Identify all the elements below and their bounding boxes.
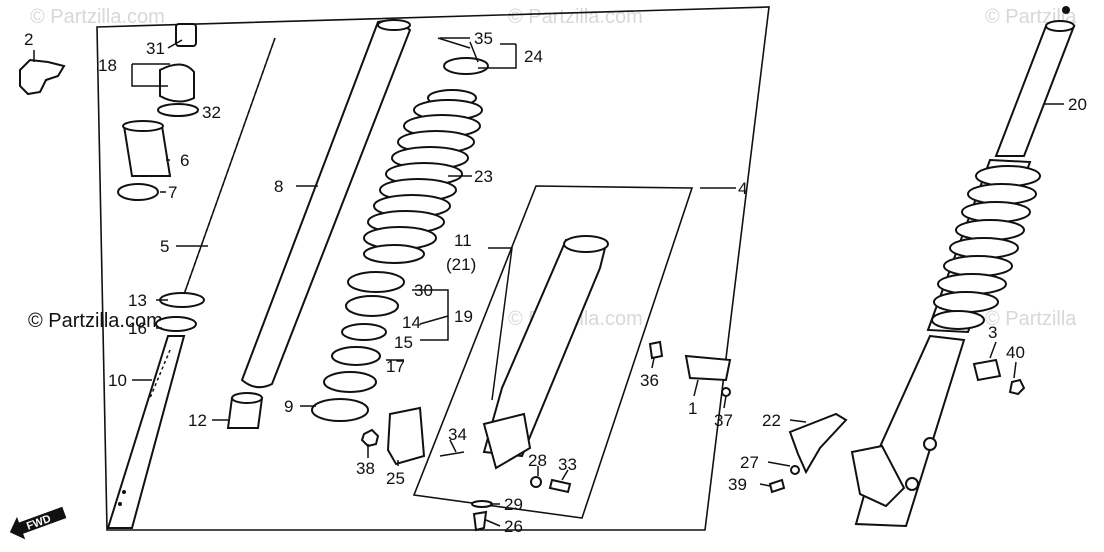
part-25-bracket[interactable] — [386, 406, 426, 466]
callout-14: 14 — [402, 313, 421, 332]
part-11-axle-boss — [482, 412, 532, 470]
part-16-oil-lock-piece[interactable] — [155, 316, 197, 332]
callout-16: 16 — [128, 319, 147, 338]
callout-10: 10 — [108, 371, 127, 390]
callout-26: 26 — [504, 517, 523, 536]
callout-18: 18 — [98, 56, 117, 75]
callout-9: 9 — [284, 397, 293, 416]
part-8-tube-top — [377, 19, 411, 31]
callout-27: 27 — [740, 453, 759, 472]
callout-labels: 2 31 18 32 6 7 5 13 16 10 8 12 35 24 23 … — [24, 29, 1087, 536]
callout-39: 39 — [728, 475, 747, 494]
part-20-fork-assembly[interactable] — [850, 6, 1076, 528]
fwd-text: FWD — [25, 513, 53, 533]
part-35-clamp-screw[interactable] — [437, 37, 471, 49]
part-7-washer[interactable] — [117, 183, 159, 201]
callout-12: 12 — [188, 411, 207, 430]
watermark-mid-right: © Partzilla — [985, 308, 1077, 330]
callout-36: 36 — [640, 371, 659, 390]
callout-22: 22 — [762, 411, 781, 430]
callout-21: (21) — [446, 255, 476, 274]
callout-2: 2 — [24, 30, 33, 49]
callout-23: 23 — [474, 167, 493, 186]
part-17-guide-bushing[interactable] — [331, 346, 381, 366]
callout-34: 34 — [448, 425, 467, 444]
callout-38: 38 — [356, 459, 375, 478]
callout-7: 7 — [168, 183, 177, 202]
callout-11: 11 — [454, 231, 472, 250]
callout-24: 24 — [524, 47, 543, 66]
watermark-top-left: © Partzilla.com — [30, 6, 165, 28]
part-9-retaining-ring[interactable] — [323, 371, 377, 393]
part-23-dust-boot[interactable] — [363, 89, 483, 264]
part-2-clip[interactable] — [19, 58, 66, 96]
callout-6: 6 — [180, 151, 189, 170]
callout-3: 3 — [988, 323, 997, 342]
watermark-center: © Partzilla.com — [28, 310, 163, 332]
part-26-socket-bolt[interactable] — [472, 510, 488, 532]
part-31-plug[interactable] — [175, 23, 197, 47]
callout-32: 32 — [202, 103, 221, 122]
damper-rod-hole-1 — [122, 490, 126, 494]
callout-20: 20 — [1068, 95, 1087, 114]
part-40-bolt[interactable] — [1008, 378, 1026, 396]
part-5-spring-core — [181, 37, 276, 301]
callout-31: 31 — [146, 39, 165, 58]
callout-33: 33 — [558, 455, 577, 474]
part-18-cap-bolt[interactable] — [159, 63, 195, 103]
callout-13: 13 — [128, 291, 147, 310]
callout-19: 19 — [454, 307, 473, 326]
callout-8: 8 — [274, 177, 283, 196]
part-11-slider-top — [563, 235, 609, 253]
assembly-frame — [96, 6, 770, 531]
part-32-o-ring[interactable] — [157, 103, 199, 117]
part-15-back-up-ring[interactable] — [341, 323, 387, 341]
part-24-boot-clamp[interactable] — [443, 57, 489, 75]
part-30-dust-seal[interactable] — [347, 271, 405, 293]
part-9-seal-lower — [311, 398, 369, 422]
part-38-nut[interactable] — [360, 428, 380, 448]
part-28-nut[interactable] — [530, 476, 542, 488]
part-3-clip[interactable] — [972, 358, 1002, 382]
callout-17: 17 — [386, 357, 405, 376]
part-37-clamp-nut[interactable] — [721, 387, 731, 397]
callout-40: 40 — [1006, 343, 1025, 362]
part-33-drain-bolt[interactable] — [548, 478, 572, 494]
part-12-bushing-top — [231, 392, 263, 404]
part-39-bolt[interactable] — [768, 478, 786, 494]
callout-1: 1 — [688, 399, 697, 418]
callout-25: 25 — [386, 469, 405, 488]
forward-direction-badge: FWD — [9, 506, 67, 540]
watermark-top-center: © Partzilla.com — [508, 6, 643, 28]
part-22-cable-guide[interactable] — [788, 412, 848, 475]
slider-group-frame — [412, 185, 694, 519]
callout-29: 29 — [504, 495, 523, 514]
part-1-clamp[interactable] — [684, 354, 732, 382]
part-14-oil-seal[interactable] — [345, 295, 399, 317]
callout-30: 30 — [414, 281, 433, 300]
callout-37: 37 — [714, 411, 733, 430]
part-27-washer[interactable] — [790, 465, 800, 475]
part-10-damper-rod[interactable] — [106, 335, 186, 529]
part-34-pin[interactable] — [439, 451, 465, 457]
part-6-spacer-top — [122, 120, 164, 132]
part-10-rebound-spring — [149, 349, 171, 399]
callout-35: 35 — [474, 29, 493, 48]
callout-28: 28 — [528, 451, 547, 470]
callout-4: 4 — [738, 179, 747, 198]
damper-rod-hole-2 — [118, 502, 122, 506]
part-29-washer[interactable] — [471, 500, 493, 508]
part-6-spacer[interactable] — [122, 125, 172, 177]
callout-15: 15 — [394, 333, 413, 352]
callout-5: 5 — [160, 237, 169, 256]
leader-lines — [33, 37, 1064, 527]
part-36-clamp-bolt[interactable] — [648, 340, 664, 360]
